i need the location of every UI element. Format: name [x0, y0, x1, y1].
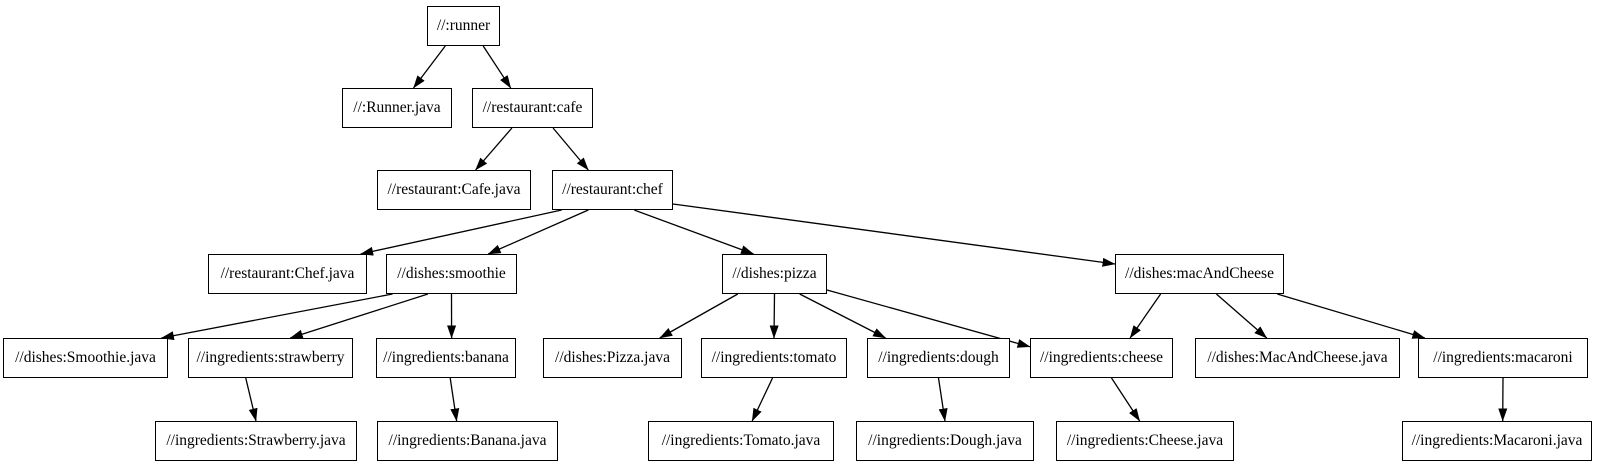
graph-node-cafe_java: //restaurant:Cafe.java [377, 170, 531, 210]
graph-node-banana_java: //ingredients:Banana.java [377, 421, 558, 461]
graph-node-label: //ingredients:macaroni [1433, 349, 1573, 367]
graph-node-label: //restaurant:Cafe.java [387, 181, 521, 199]
edge-chef-to-chef_java [360, 209, 562, 256]
graph-node-strawberry: //ingredients:strawberry [188, 338, 353, 378]
graph-node-label: //ingredients:Dough.java [868, 432, 1022, 450]
edge-macandcheese-to-macandcheese_java [1215, 293, 1268, 339]
graph-node-label: //ingredients:Cheese.java [1066, 432, 1224, 450]
graph-node-dough_java: //ingredients:Dough.java [856, 421, 1034, 461]
edge-runner-to-runner_java [412, 45, 446, 89]
graph-node-label: //dishes:pizza [732, 265, 817, 283]
graph-node-cafe: //restaurant:cafe [472, 88, 593, 128]
edge-smoothie-to-smoothie_java [160, 293, 393, 341]
graph-node-macandcheese: //dishes:macAndCheese [1115, 254, 1284, 294]
edge-banana-to-banana_java [449, 377, 460, 422]
graph-node-label: //dishes:smoothie [397, 265, 506, 283]
graph-node-smoothie: //dishes:smoothie [386, 254, 517, 294]
graph-node-runner: //:runner [427, 6, 500, 46]
graph-node-pizza: //dishes:pizza [722, 254, 827, 294]
graph-node-pizza_java: //dishes:Pizza.java [543, 338, 682, 378]
edge-cafe-to-cafe_java [475, 127, 513, 171]
graph-node-label: //ingredients:tomato [711, 349, 837, 367]
graph-node-label: //restaurant:Chef.java [220, 265, 355, 283]
graph-node-macaroni_java: //ingredients:Macaroni.java [1402, 421, 1592, 461]
edge-strawberry-to-strawberry_java [245, 377, 258, 422]
graph-node-smoothie_java: //dishes:Smoothie.java [3, 338, 168, 378]
graph-node-banana: //ingredients:banana [376, 338, 516, 378]
graph-node-strawberry_java: //ingredients:Strawberry.java [155, 421, 357, 461]
graph-node-label: //ingredients:Macaroni.java [1411, 432, 1583, 450]
graph-node-label: //:runner [436, 17, 491, 35]
graph-node-chef_java: //restaurant:Chef.java [208, 254, 367, 294]
graph-node-label: //ingredients:cheese [1039, 349, 1164, 367]
graph-node-label: //ingredients:Banana.java [388, 432, 547, 450]
graph-node-macaroni: //ingredients:macaroni [1418, 338, 1588, 378]
edge-runner-to-cafe [482, 45, 512, 89]
graph-node-label: //ingredients:Tomato.java [661, 432, 821, 450]
graph-node-label: //ingredients:dough [878, 349, 999, 367]
edge-smoothie-to-strawberry [289, 293, 429, 339]
edge-macandcheese-to-macaroni [1277, 293, 1426, 339]
edge-chef-to-pizza [634, 209, 754, 255]
graph-node-tomato: //ingredients:tomato [701, 338, 847, 378]
edge-cheese-to-cheese_java [1110, 377, 1141, 422]
graph-node-label: //dishes:macAndCheese [1125, 265, 1274, 283]
edge-pizza-to-tomato [769, 293, 779, 339]
edge-pizza-to-dough [799, 293, 887, 339]
graph-node-macandcheese_java: //dishes:MacAndCheese.java [1195, 338, 1400, 378]
graph-node-label: //dishes:Smoothie.java [15, 349, 156, 367]
edge-tomato-to-tomato_java [751, 377, 774, 422]
graph-node-label: //ingredients:banana [383, 349, 509, 367]
edge-dough-to-dough_java [937, 377, 948, 422]
graph-node-label: //ingredients:Strawberry.java [166, 432, 346, 450]
graph-node-tomato_java: //ingredients:Tomato.java [648, 421, 834, 461]
graph-node-label: //dishes:Pizza.java [555, 349, 670, 367]
graph-node-label: //dishes:MacAndCheese.java [1207, 349, 1388, 367]
graph-node-cheese_java: //ingredients:Cheese.java [1056, 421, 1234, 461]
graph-node-label: //restaurant:cafe [482, 99, 583, 117]
graph-node-label: //restaurant:chef [562, 181, 663, 199]
graph-node-runner_java: //:Runner.java [342, 88, 452, 128]
graph-node-label: //:Runner.java [353, 99, 441, 117]
graph-node-chef: //restaurant:chef [552, 170, 673, 210]
edge-pizza-to-pizza_java [659, 293, 739, 339]
graph-node-cheese: //ingredients:cheese [1030, 338, 1173, 378]
edge-chef-to-smoothie [487, 209, 589, 255]
graph-node-label: //ingredients:strawberry [196, 349, 345, 367]
edge-cafe-to-chef [552, 127, 589, 171]
graph-node-dough: //ingredients:dough [867, 338, 1010, 378]
edge-macandcheese-to-cheese [1129, 293, 1162, 339]
